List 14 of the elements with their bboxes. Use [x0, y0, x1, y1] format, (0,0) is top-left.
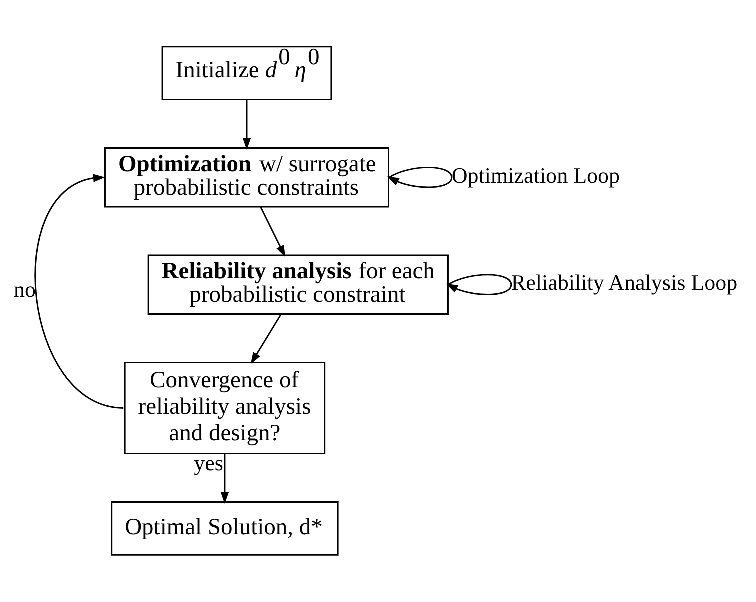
arrow — [260, 206, 286, 258]
edge-label: Optimization Loop — [452, 162, 620, 188]
arrow — [250, 314, 282, 364]
arrow — [388, 166, 453, 188]
node-box: Reliability analysis for each probabilistic constraint — [148, 254, 449, 315]
arrow — [34, 174, 124, 409]
arrow — [220, 454, 230, 504]
edge-label: Reliability Analysis Loop — [511, 270, 738, 295]
arrow — [446, 274, 512, 296]
arrow — [242, 100, 252, 150]
node-box: Convergence of reliability analysis and design? — [124, 362, 326, 454]
node-box: Optimal Solution, d* — [111, 502, 339, 556]
edge-label: no — [14, 276, 36, 302]
node-box: Optimization w/ surrogate probabilistic constraints — [104, 148, 390, 208]
